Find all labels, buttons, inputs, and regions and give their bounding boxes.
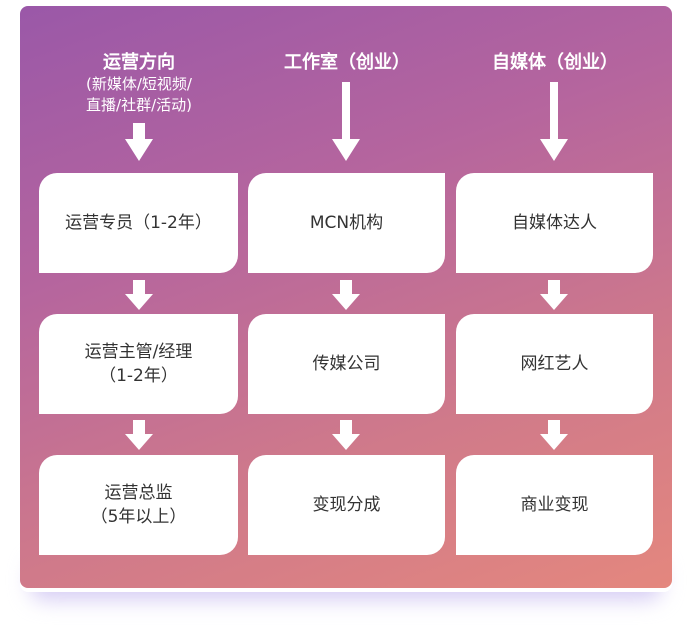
step-label: 运营主管/经理 [84,342,193,362]
arrow-down-icon [125,280,153,310]
arrow-down-icon [332,280,360,310]
step-label: MCN机构 [309,213,384,233]
step-box: 运营主管/经理 （1-2年） [39,314,238,414]
step-label: 传媒公司 [312,354,381,374]
step-box: 运营专员（1-2年） [39,173,238,273]
column-title-studio: 工作室（创业） [284,52,410,73]
column-title-self-media: 自媒体（创业） [492,52,618,73]
arrow-down-icon [125,123,153,161]
step-label: 自媒体达人 [512,213,597,233]
arrow-down-icon [540,420,568,450]
step-box: MCN机构 [248,173,445,273]
step-box: 运营总监 （5年以上） [39,455,238,555]
step-box: 网红艺人 [456,314,653,414]
step-box: 变现分成 [248,455,445,555]
step-label: 变现分成 [312,495,381,515]
subtitle-line: 直播/社群/活动) [86,96,192,114]
arrow-down-icon [332,82,360,161]
step-box: 传媒公司 [248,314,445,414]
arrow-down-icon [540,82,568,161]
arrow-down-icon [125,420,153,450]
step-label: 网红艺人 [520,354,589,374]
step-label: （5年以上） [90,507,187,527]
step-label: 运营总监 [104,483,173,503]
step-label: 商业变现 [520,495,589,515]
arrow-down-icon [332,420,360,450]
subtitle-line: (新媒体/短视频/ [86,75,192,93]
arrow-down-icon [540,280,568,310]
step-label: 运营专员（1-2年） [65,213,212,233]
column-subtitle-operations: (新媒体/短视频/ 直播/社群/活动) [39,74,239,116]
column-title-operations: 运营方向 [103,52,175,73]
step-label: （1-2年） [99,366,178,386]
step-box: 商业变现 [456,455,653,555]
step-box: 自媒体达人 [456,173,653,273]
